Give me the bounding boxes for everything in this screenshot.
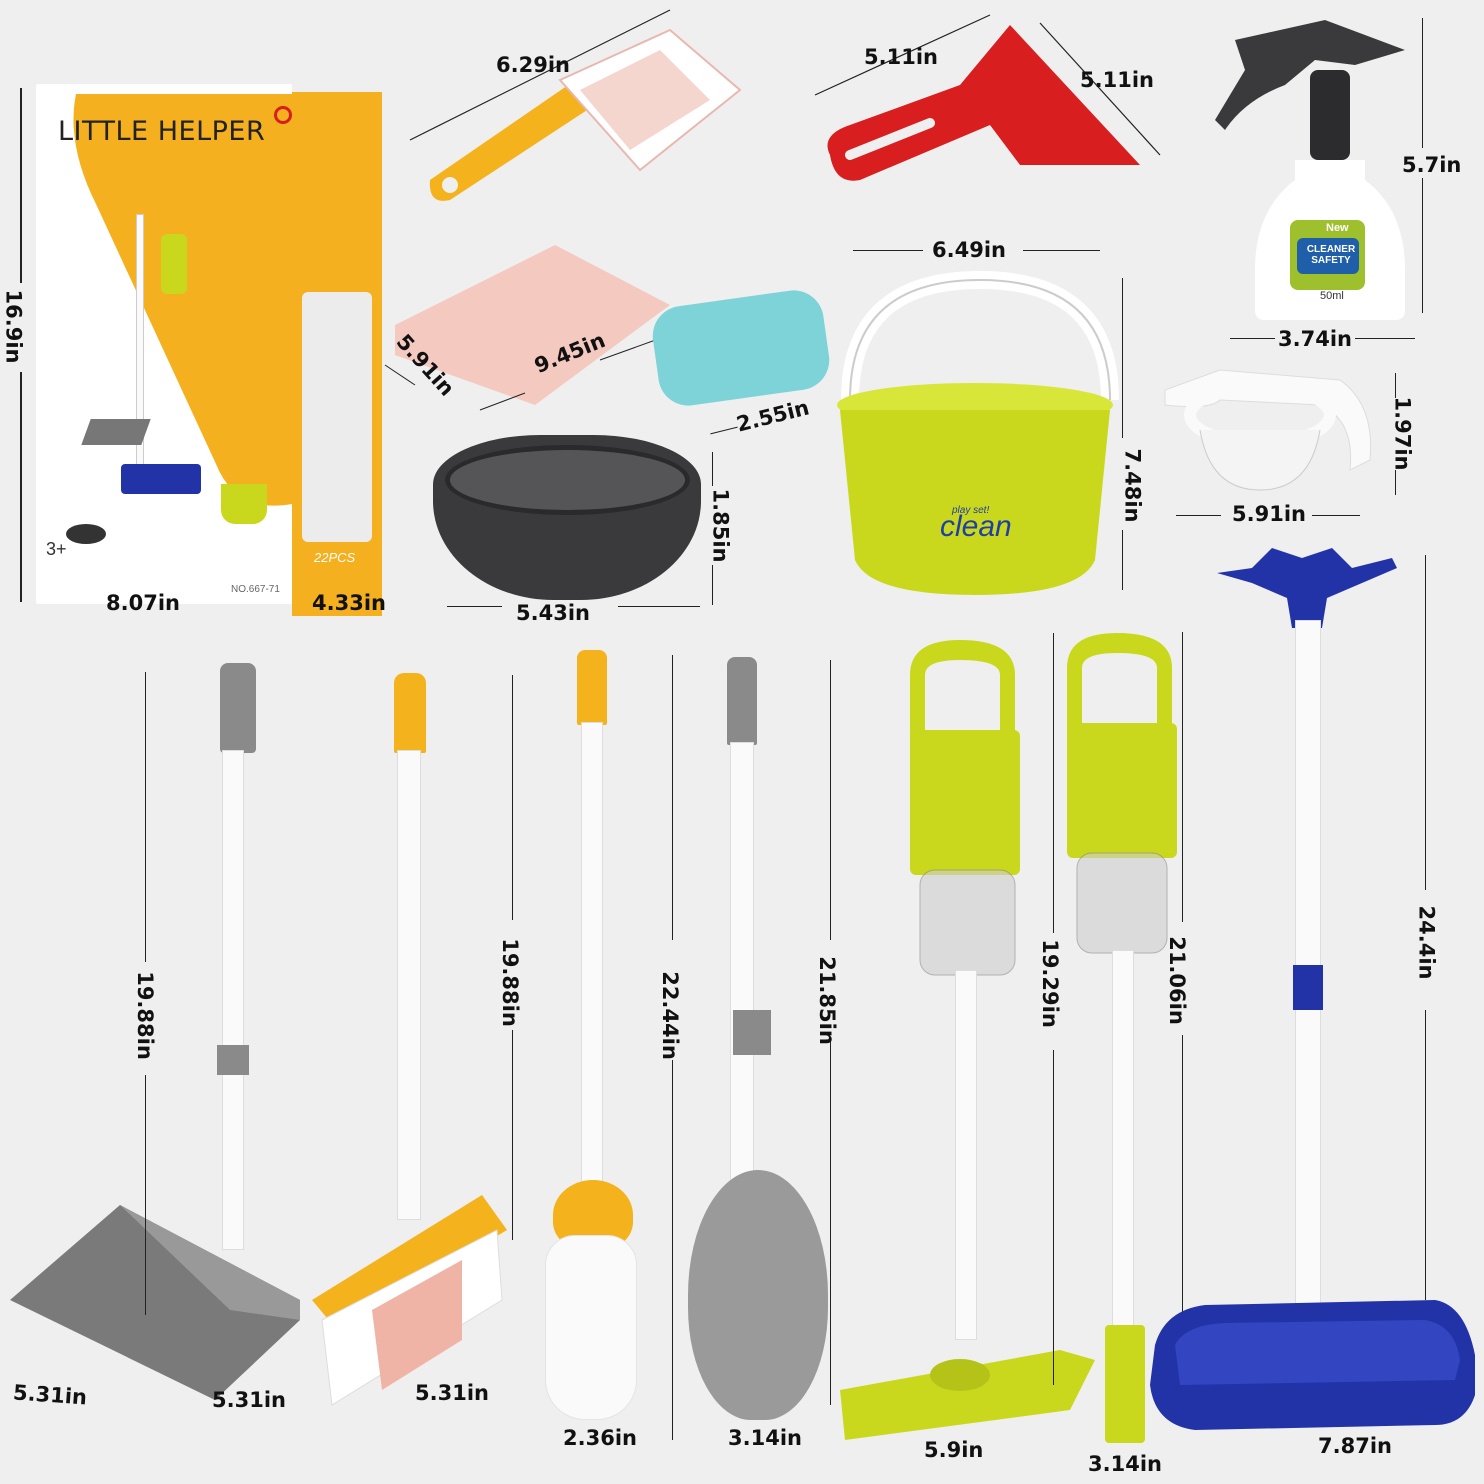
broom-width-label: 5.31in bbox=[415, 1381, 489, 1405]
vacuum-1-width-label: 5.9in bbox=[924, 1438, 984, 1462]
scraper-height-label: 5.11in bbox=[1080, 68, 1154, 92]
stand-height-label: 24.4in bbox=[1414, 905, 1439, 980]
broom-height-label: 19.88in bbox=[497, 938, 522, 1027]
dustpan-depth-label: 5.31in bbox=[12, 1380, 88, 1410]
brand-logo-icon bbox=[274, 106, 292, 124]
spray-label-new: New bbox=[1326, 222, 1349, 234]
wringer-width-label: 5.91in bbox=[1232, 502, 1306, 526]
soap-width-label: 2.55in bbox=[734, 395, 812, 437]
wringer-height-label: 1.97in bbox=[1390, 396, 1415, 471]
vacuum-2-width-label: 3.14in bbox=[1088, 1452, 1162, 1476]
hand-brush-length-label: 6.29in bbox=[496, 53, 570, 77]
mop-width-label: 2.36in bbox=[563, 1426, 637, 1450]
package-title: LITTLE HELPER bbox=[58, 116, 266, 147]
spray-width-label: 3.74in bbox=[1278, 327, 1352, 351]
basin-height-label: 1.85in bbox=[708, 488, 733, 563]
duster-width-label: 3.14in bbox=[728, 1426, 802, 1450]
bucket-width-label: 6.49in bbox=[932, 238, 1006, 262]
package-box-side: 22PCS bbox=[292, 92, 382, 616]
basin-width-label: 5.43in bbox=[516, 601, 590, 625]
package-box-front: LITTLE HELPER 3+ NO.667-71 bbox=[36, 84, 292, 604]
model-number: NO.667-71 bbox=[231, 584, 280, 595]
bucket-brand-small: play set! bbox=[952, 505, 990, 516]
package-width-label: 8.07in bbox=[106, 591, 180, 615]
spray-height-label: 5.7in bbox=[1402, 153, 1462, 177]
spray-volume: 50ml bbox=[1320, 290, 1344, 302]
package-depth-label: 4.33in bbox=[312, 591, 386, 615]
age-rating: 3+ bbox=[46, 539, 67, 559]
duster-height-label: 21.85in bbox=[814, 956, 839, 1045]
box-yellow-swoosh bbox=[73, 94, 292, 506]
vacuum-2-height-label: 21.06in bbox=[1164, 936, 1189, 1025]
vacuum-1-height-label: 19.29in bbox=[1037, 939, 1062, 1028]
bucket-brand: clean bbox=[940, 510, 1012, 543]
spray-label-main: CLEANER SAFETY bbox=[1306, 244, 1356, 266]
dustpan-width-label: 5.31in bbox=[212, 1388, 286, 1412]
stand-width-label: 7.87in bbox=[1318, 1434, 1392, 1458]
bucket-height-label: 7.48in bbox=[1120, 448, 1145, 523]
dustpan-height-label: 19.88in bbox=[132, 971, 157, 1060]
piece-count: 22PCS bbox=[314, 550, 356, 565]
package-height-label: 16.9in bbox=[1, 289, 26, 364]
scraper-width-label: 5.11in bbox=[864, 45, 938, 69]
mop-height-label: 22.44in bbox=[657, 971, 682, 1060]
